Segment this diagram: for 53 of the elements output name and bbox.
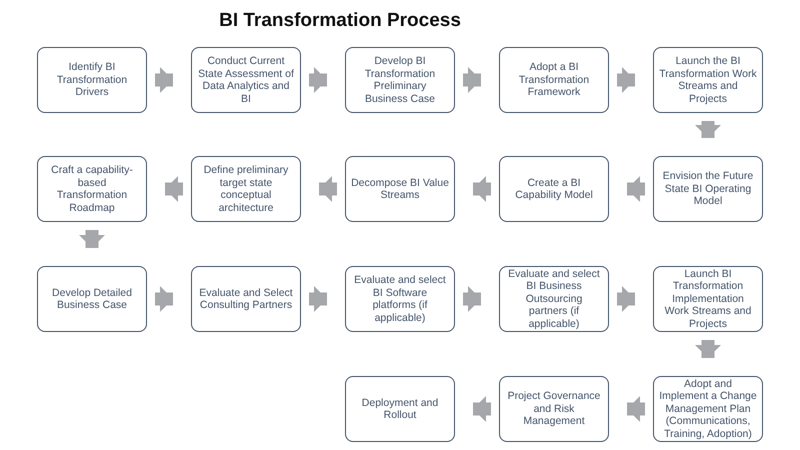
step-text: Develop BI Transformation Preliminary Business Case	[364, 55, 436, 105]
block-arrow	[695, 340, 721, 358]
process-box	[653, 266, 763, 332]
process-box	[37, 47, 147, 113]
diagram-title: BI Transformation Process	[218, 10, 462, 32]
step-text: Launch the BI Transformation Work Streams and Projects	[659, 55, 757, 105]
step-text: Evaluate and select BI Software platforms (if applicable)	[353, 274, 447, 324]
process-box	[345, 47, 455, 113]
block-arrow	[627, 176, 645, 202]
block-arrow	[617, 286, 635, 312]
step-text: Evaluate and Select Consulting Partners	[198, 286, 294, 312]
step-text: Launch BI Transformation Implementation Work Streams and Projects	[664, 268, 752, 330]
step-text: Adopt and Implement a Change Management Plan (Communications, Training, Adoption)	[659, 378, 757, 440]
process-box	[37, 266, 147, 332]
block-arrow	[155, 286, 173, 312]
step-text: Conduct Current State Assessment of Data Analytics and BI	[197, 55, 295, 105]
step-text: Adopt a BI Transformation Framework	[518, 61, 590, 99]
block-arrow	[319, 176, 337, 202]
process-box	[191, 47, 301, 113]
process-box	[499, 376, 609, 442]
process-box	[499, 266, 609, 332]
step-text: Envision the Future State BI Operating Model	[662, 170, 754, 208]
step-text: Evaluate and select BI Business Outsourcing partners (if applicable)	[507, 268, 601, 330]
process-box	[345, 156, 455, 222]
block-arrow	[627, 396, 645, 422]
step-text: Craft a capability-based Transformation Roadmap	[50, 164, 134, 214]
process-box	[345, 266, 455, 332]
step-text: Develop Detailed Business Case	[51, 286, 133, 312]
step-text: Project Governance and Risk Management	[506, 390, 602, 428]
block-arrow	[463, 67, 481, 93]
process-box	[37, 156, 147, 222]
step-text: Identify BI Transformation Drivers	[56, 61, 128, 99]
block-arrow	[165, 176, 183, 202]
step-text: Define preliminary target state conceptual architecture	[202, 164, 290, 214]
block-arrow	[79, 230, 105, 248]
block-arrow	[695, 121, 721, 138]
block-arrow	[309, 67, 327, 93]
block-arrow	[155, 67, 173, 93]
block-arrow	[309, 286, 327, 312]
process-box	[345, 376, 455, 442]
block-arrow	[473, 176, 491, 202]
process-box	[499, 47, 609, 113]
step-text: Create a BI Capability Model	[514, 176, 594, 202]
process-box	[191, 156, 301, 222]
block-arrow	[473, 396, 491, 422]
block-arrow	[617, 67, 635, 93]
process-box	[191, 266, 301, 332]
process-box	[499, 156, 609, 222]
block-arrow	[463, 286, 481, 312]
step-text: Deployment and Rollout	[360, 396, 440, 422]
step-text: Decompose BI Value Streams	[351, 176, 449, 202]
process-box	[653, 156, 763, 222]
process-box	[653, 47, 763, 113]
